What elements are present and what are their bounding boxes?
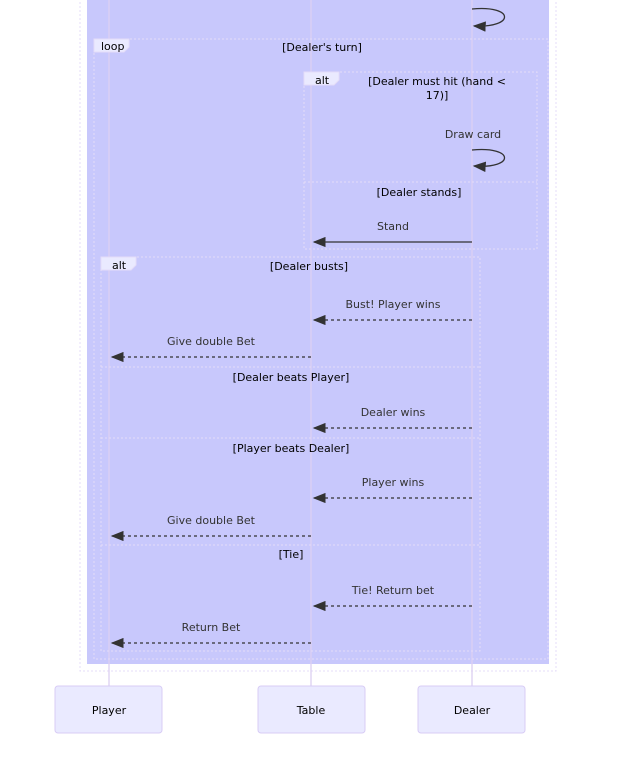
self-arrow-top <box>471 7 505 32</box>
alt-frame-outcome <box>100 256 481 652</box>
loop-tag <box>93 38 130 53</box>
actor-dealer-label: Dealer <box>454 704 491 717</box>
alt-keyword-1: alt <box>315 74 330 87</box>
actor-player-label: Player <box>92 704 127 717</box>
msg-give-double-1: Give double Bet <box>167 335 256 348</box>
actor-dealer[interactable] <box>417 685 526 734</box>
alt-keyword-2: alt <box>112 259 127 272</box>
actor-table-label: Table <box>296 704 326 717</box>
actor-player[interactable] <box>54 685 163 734</box>
alt-condition-line1: [Dealer must hit (hand < <box>368 75 506 88</box>
alt-else-dealer-stands: [Dealer stands] <box>377 186 462 199</box>
loop-frame <box>93 38 549 660</box>
actor-table[interactable] <box>257 685 366 734</box>
msg-stand: Stand <box>377 220 409 233</box>
msg-draw-card: Draw card <box>445 128 501 141</box>
alt-condition-busts: [Dealer busts] <box>270 260 348 273</box>
msg-dealer-wins: Dealer wins <box>361 406 426 419</box>
loop-keyword: loop <box>101 40 125 53</box>
msg-bust: Bust! Player wins <box>346 298 441 311</box>
alt-else-tie: [Tie] <box>279 548 304 561</box>
alt-frame-dealer-hit <box>303 71 538 250</box>
outer-frame <box>79 0 557 672</box>
msg-return-bet: Return Bet <box>182 621 241 634</box>
alt-else-player-beats: [Player beats Dealer] <box>233 442 350 455</box>
msg-player-wins: Player wins <box>362 476 425 489</box>
alt-tag-2 <box>100 256 137 271</box>
alt-else-dealer-beats: [Dealer beats Player] <box>233 371 350 384</box>
alt-tag-1 <box>303 71 340 86</box>
msg-tie: Tie! Return bet <box>351 584 435 597</box>
loop-condition: [Dealer's turn] <box>282 41 362 54</box>
msg-give-double-2: Give double Bet <box>167 514 256 527</box>
self-arrow-draw <box>471 148 505 173</box>
alt-condition-line2: 17)] <box>426 89 449 102</box>
